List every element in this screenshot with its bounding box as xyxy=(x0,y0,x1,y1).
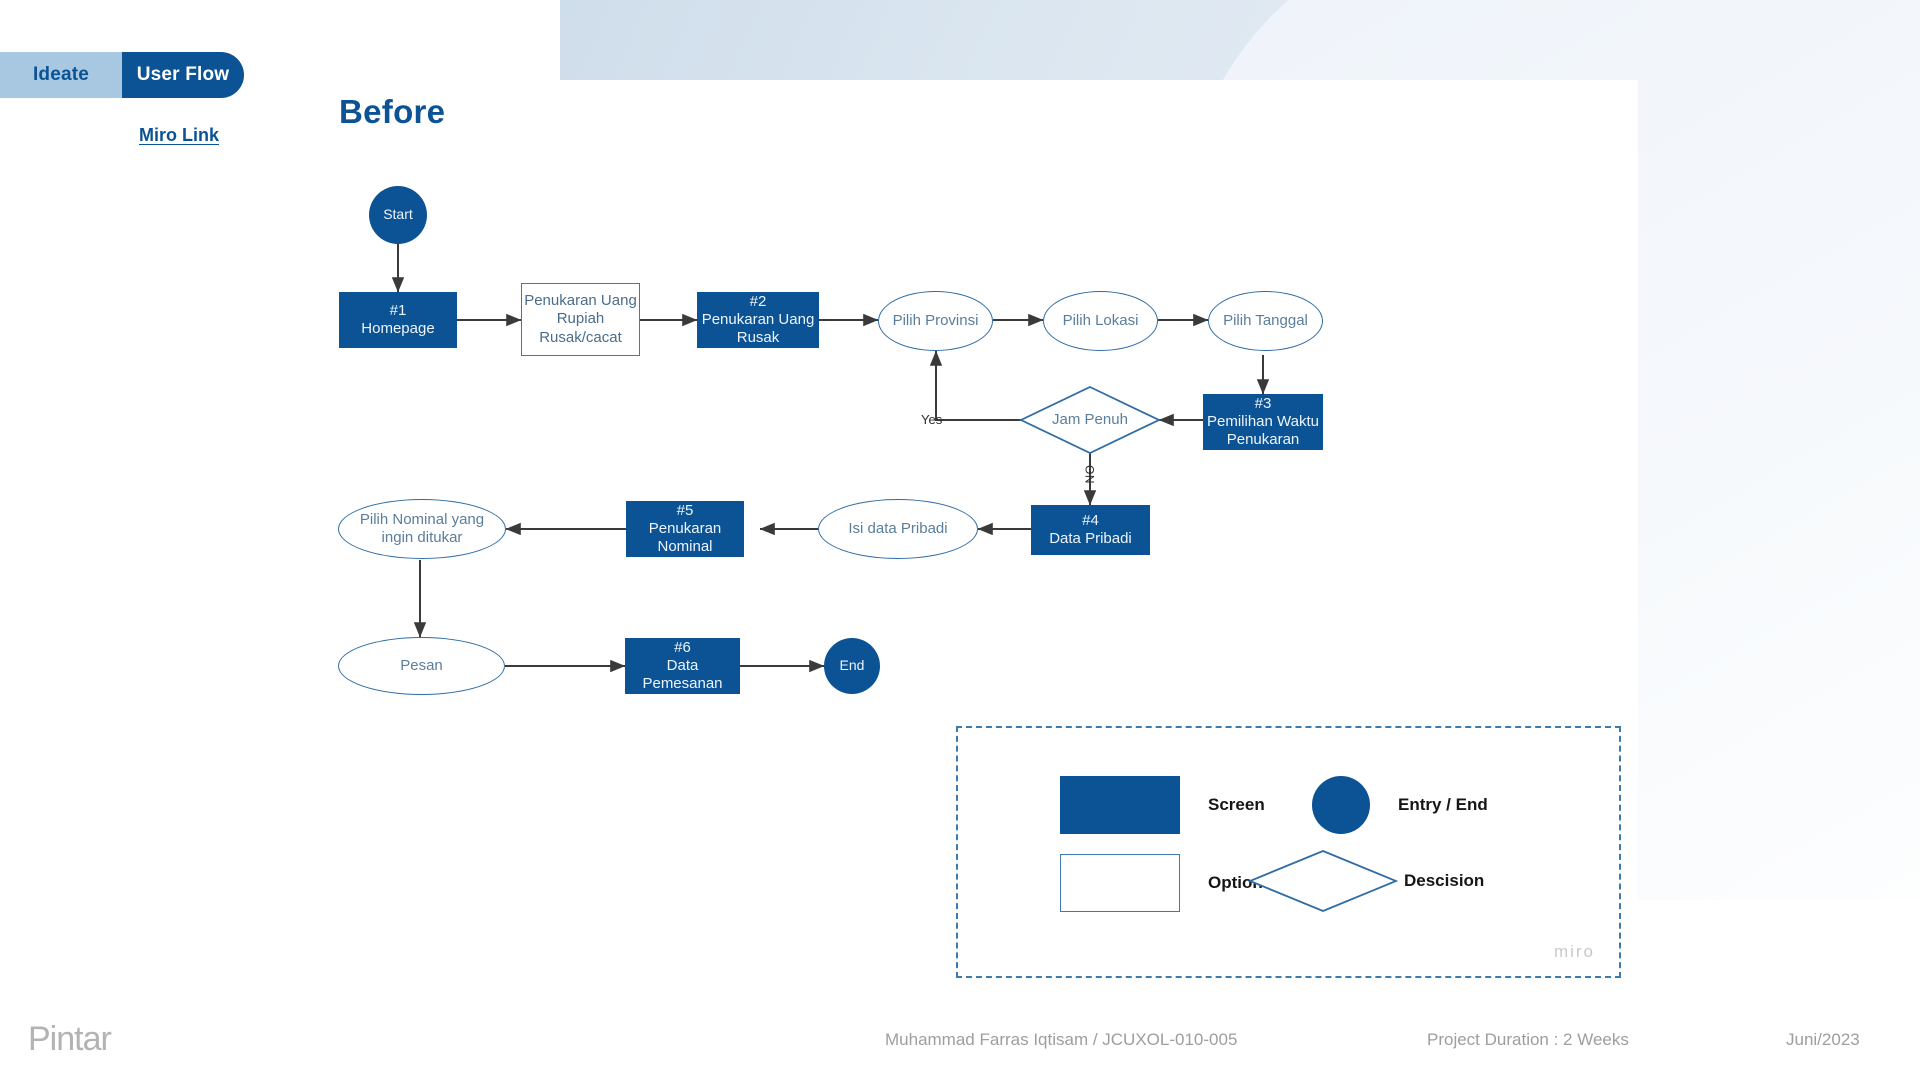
edge-label-no: NO xyxy=(1083,464,1097,484)
decision-shape-jam-penuh xyxy=(1018,386,1162,454)
legend-option-label: Option xyxy=(1208,873,1263,892)
tab-user-flow-label: User Flow xyxy=(136,64,230,85)
flow-node-lokasi-label: Pilih Lokasi xyxy=(1062,311,1139,329)
flow-node-pilih-provinsi[interactable]: Pilih Provinsi xyxy=(878,291,993,351)
flow-node-pesan[interactable]: Pesan xyxy=(338,637,505,695)
flow-node-pesan-label: Pesan xyxy=(400,656,443,674)
flow-node-end[interactable]: End xyxy=(824,638,880,694)
page-title: Before xyxy=(339,93,446,130)
tab-ideate-label: Ideate xyxy=(32,64,90,85)
slide-footer: Pintar Muhammad Farras Iqtisam / JCUXOL-… xyxy=(0,1002,1920,1080)
footer-date: Juni/2023 xyxy=(1786,1030,1860,1049)
flow-node-jam-penuh-label: Jam Penuh xyxy=(1052,410,1128,428)
legend-item-decision: Descision xyxy=(1248,846,1484,916)
legend-decision-icon xyxy=(1248,850,1398,912)
tab-ideate[interactable]: Ideate xyxy=(0,52,122,98)
flow-node-isidata-label: Isi data Pribadi xyxy=(848,519,948,537)
section-tabbar: Ideate User Flow xyxy=(0,52,244,98)
flow-connectors xyxy=(391,243,1270,673)
pintar-logo: Pintar xyxy=(28,1020,112,1058)
legend-option-icon xyxy=(1060,854,1180,912)
legend-screen-icon xyxy=(1060,776,1180,834)
flow-node-jam-penuh[interactable]: Jam Penuh xyxy=(1021,387,1159,453)
legend-panel: Screen Entry / End Option Descision miro xyxy=(956,726,1621,978)
tab-user-flow[interactable]: User Flow xyxy=(122,52,244,98)
legend-screen-label: Screen xyxy=(1208,795,1265,814)
flow-node-pilih-tanggal[interactable]: Pilih Tanggal xyxy=(1208,291,1323,351)
legend-entry-icon xyxy=(1312,776,1370,834)
flow-node-tanggal-label: Pilih Tanggal xyxy=(1223,311,1308,329)
legend-item-option: Option xyxy=(1060,854,1263,912)
legend-item-screen: Screen xyxy=(1060,776,1265,834)
slide-content-panel xyxy=(0,80,1638,1000)
flow-node-start-label: Start xyxy=(383,206,413,223)
flow-node-pilih-lokasi[interactable]: Pilih Lokasi xyxy=(1043,291,1158,351)
footer-duration: Project Duration : 2 Weeks xyxy=(1427,1030,1629,1049)
edge-label-yes: Yes xyxy=(921,412,943,427)
legend-decision-label: Descision xyxy=(1404,871,1485,890)
legend-entry-label: Entry / End xyxy=(1398,795,1488,814)
legend-item-entry-end: Entry / End xyxy=(1312,776,1488,834)
footer-author: Muhammad Farras Iqtisam / JCUXOL-010-005 xyxy=(885,1030,1238,1049)
flow-node-end-label: End xyxy=(839,657,865,674)
flow-node-start[interactable]: Start xyxy=(369,186,427,244)
flow-node-provinsi-label: Pilih Provinsi xyxy=(892,311,979,329)
flow-node-isi-data-pribadi[interactable]: Isi data Pribadi xyxy=(818,499,978,559)
miro-watermark: miro xyxy=(1553,942,1595,961)
miro-link[interactable]: Miro Link xyxy=(139,125,219,145)
